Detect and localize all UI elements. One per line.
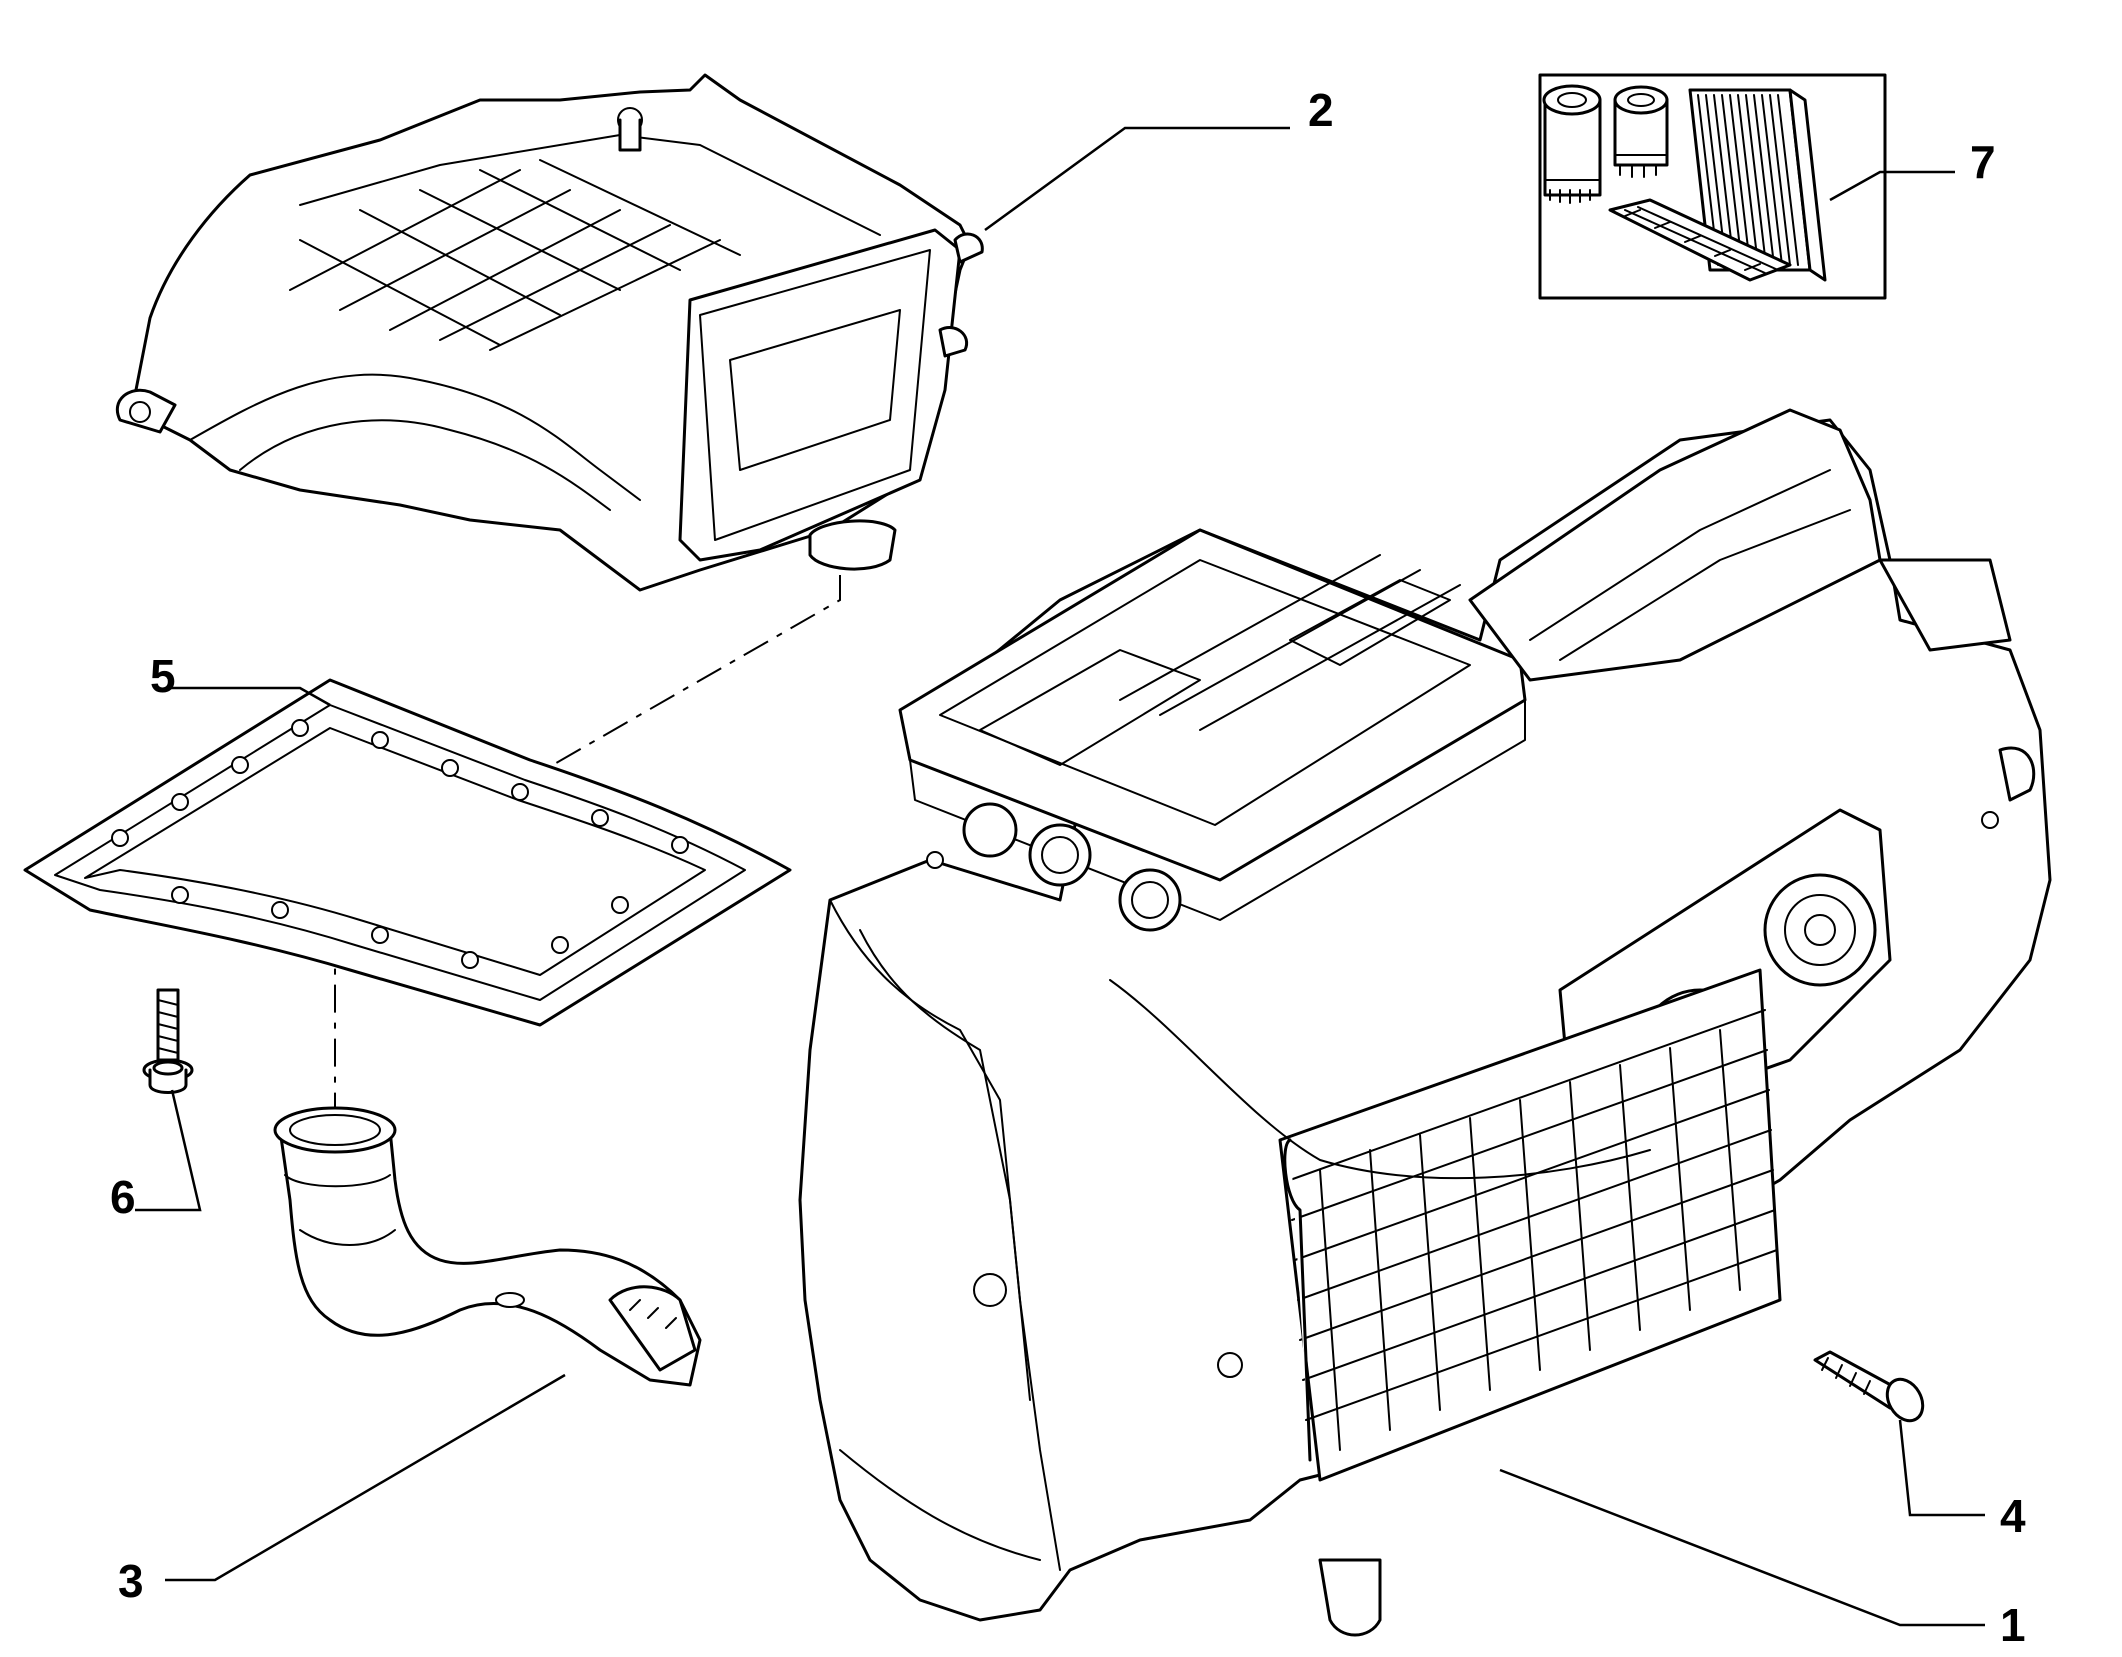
callout-6: 6 bbox=[110, 1171, 136, 1223]
part-6-bolt bbox=[142, 988, 194, 1094]
part-7-filter-kit-inset bbox=[1538, 73, 1887, 300]
assembly-axis-line bbox=[334, 575, 841, 1110]
part-2-upper-housing bbox=[115, 73, 984, 592]
callout-1: 1 bbox=[2000, 1599, 2026, 1651]
callout-labels: 1 2 3 4 5 6 7 bbox=[110, 84, 2026, 1651]
callout-2: 2 bbox=[1308, 84, 1334, 136]
callout-5: 5 bbox=[150, 650, 176, 702]
part-5-gasket bbox=[23, 678, 792, 1027]
part-4-screw bbox=[1813, 1350, 1925, 1423]
callout-4: 4 bbox=[2000, 1490, 2026, 1542]
part-3-duct-hose bbox=[273, 1106, 702, 1387]
leader-lines bbox=[135, 126, 1985, 1627]
callout-7: 7 bbox=[1970, 136, 1996, 188]
part-1-hvac-unit bbox=[798, 408, 2052, 1637]
callout-3: 3 bbox=[118, 1555, 144, 1607]
